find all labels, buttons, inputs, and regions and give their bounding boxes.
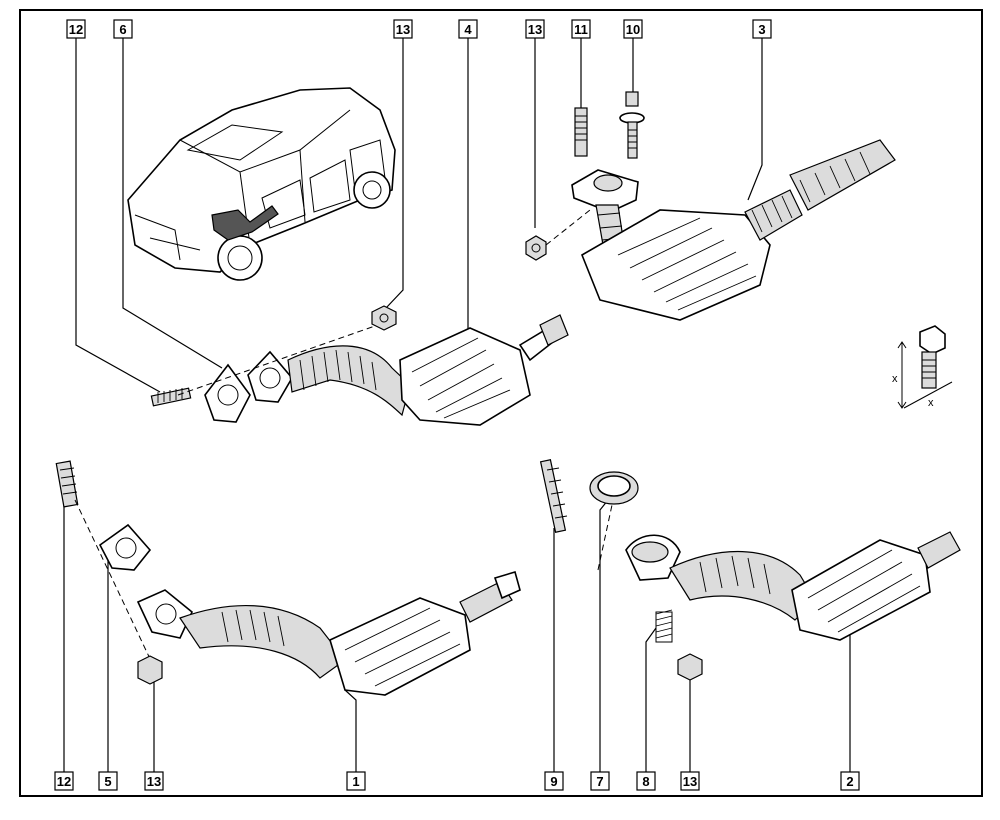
callout-bottom-13a: 13 bbox=[144, 771, 164, 791]
callout-top-13a: 13 bbox=[393, 19, 413, 39]
callout-top-13a-label: 13 bbox=[396, 22, 410, 37]
callout-bottom-13b: 13 bbox=[680, 771, 700, 791]
leader-lines-top bbox=[75, 38, 763, 393]
callout-bottom-1-label: 1 bbox=[352, 774, 359, 789]
stud-11 bbox=[574, 107, 588, 157]
callout-bottom-8-label: 8 bbox=[642, 774, 649, 789]
fastener-axis-right bbox=[545, 209, 591, 246]
callout-bottom-9: 9 bbox=[544, 771, 564, 791]
callout-top-11-label: 11 bbox=[574, 22, 588, 37]
catalytic-converter-1 bbox=[179, 570, 521, 696]
callout-top-4-label: 4 bbox=[464, 22, 472, 37]
callout-bottom-13b-label: 13 bbox=[683, 774, 697, 789]
callout-top-6: 6 bbox=[113, 19, 133, 39]
callout-bottom-9-label: 9 bbox=[550, 774, 557, 789]
callout-top-3-label: 3 bbox=[758, 22, 765, 37]
callout-top-13b: 13 bbox=[525, 19, 545, 39]
car-location-illustration bbox=[127, 87, 396, 281]
catalytic-converter-4 bbox=[287, 314, 569, 426]
callout-top-4: 4 bbox=[458, 19, 478, 39]
flange-top bbox=[247, 350, 293, 403]
callout-top-13b-label: 13 bbox=[528, 22, 542, 37]
bolt-9 bbox=[539, 459, 568, 533]
fastener-axis-bottom-right bbox=[597, 504, 613, 571]
callout-bottom-5-label: 5 bbox=[104, 774, 111, 789]
nut-top bbox=[371, 305, 397, 331]
callout-bottom-12: 12 bbox=[54, 771, 74, 791]
nut-13-bottom-left bbox=[137, 655, 163, 685]
bolt-dimension-detail: x x bbox=[892, 325, 953, 409]
spring-8 bbox=[655, 609, 673, 643]
callout-top-10-label: 10 bbox=[626, 22, 640, 37]
fastener-axis-bottom-left bbox=[74, 499, 161, 681]
callout-bottom-8: 8 bbox=[636, 771, 656, 791]
catalytic-converter-2 bbox=[625, 531, 961, 641]
callout-bottom-2-label: 2 bbox=[846, 774, 853, 789]
callout-top-6-label: 6 bbox=[119, 22, 126, 37]
dimension-label-height: x bbox=[892, 373, 898, 385]
callout-top-12: 12 bbox=[66, 19, 86, 39]
diagram-frame bbox=[19, 9, 983, 797]
stud-12-bottom bbox=[55, 460, 79, 508]
callout-bottom-2: 2 bbox=[840, 771, 860, 791]
bolt-10 bbox=[619, 91, 645, 159]
nut-13-top-right bbox=[525, 235, 547, 261]
callout-top-10: 10 bbox=[623, 19, 643, 39]
nut-13-bottom-right bbox=[677, 653, 703, 681]
fastener-axis-top bbox=[177, 319, 393, 396]
stud-top bbox=[150, 387, 192, 407]
dimension-label-width: x bbox=[928, 397, 934, 409]
callout-top-3: 3 bbox=[752, 19, 772, 39]
callout-bottom-13a-label: 13 bbox=[147, 774, 161, 789]
callout-top-12-label: 12 bbox=[69, 22, 83, 37]
sealing-ring-7 bbox=[589, 471, 639, 505]
callout-top-11: 11 bbox=[571, 19, 591, 39]
callout-bottom-1: 1 bbox=[346, 771, 366, 791]
callout-bottom-12-label: 12 bbox=[57, 774, 71, 789]
callout-bottom-7: 7 bbox=[590, 771, 610, 791]
gasket-top bbox=[204, 363, 251, 423]
callout-bottom-7-label: 7 bbox=[596, 774, 603, 789]
flange-1 bbox=[136, 589, 193, 639]
gasket-5 bbox=[98, 523, 152, 571]
callout-bottom-5: 5 bbox=[98, 771, 118, 791]
catalytic-converter-3 bbox=[580, 139, 896, 321]
